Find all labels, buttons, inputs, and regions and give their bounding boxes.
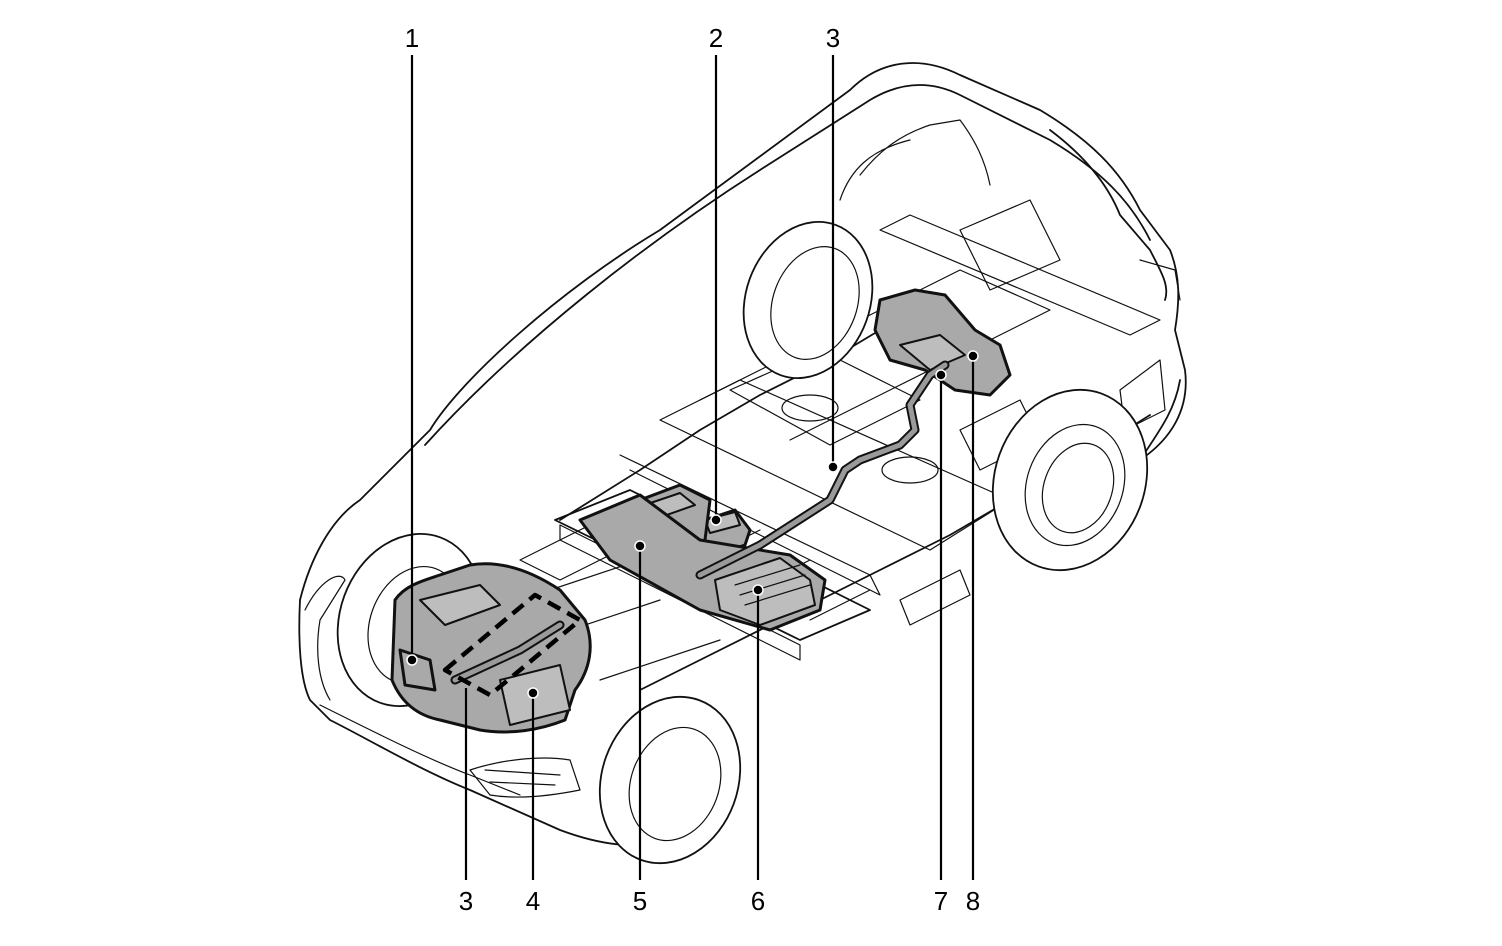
rear-power-unit [873, 288, 1012, 397]
hv-battery [578, 493, 827, 632]
front-cable-region-outline [442, 592, 583, 698]
callout-5: 5 [633, 886, 647, 916]
leader-lines [410, 55, 975, 880]
callout-2: 2 [709, 23, 723, 53]
callout-3-bottom: 3 [459, 886, 473, 916]
callout-3-top: 3 [826, 23, 840, 53]
callout-6: 6 [751, 886, 765, 916]
rear-right-wheel [991, 388, 1149, 572]
callout-8: 8 [966, 886, 980, 916]
callout-1: 1 [405, 23, 419, 53]
front-power-unit [390, 562, 592, 734]
leader-dots [406, 350, 979, 699]
callout-7: 7 [934, 886, 948, 916]
rear-left-wheel [742, 220, 874, 380]
callout-4: 4 [526, 886, 540, 916]
hv-cables [450, 360, 950, 685]
front-right-wheel [598, 695, 742, 865]
callout-labels: 1 2 3 3 4 5 6 7 8 [405, 23, 980, 916]
